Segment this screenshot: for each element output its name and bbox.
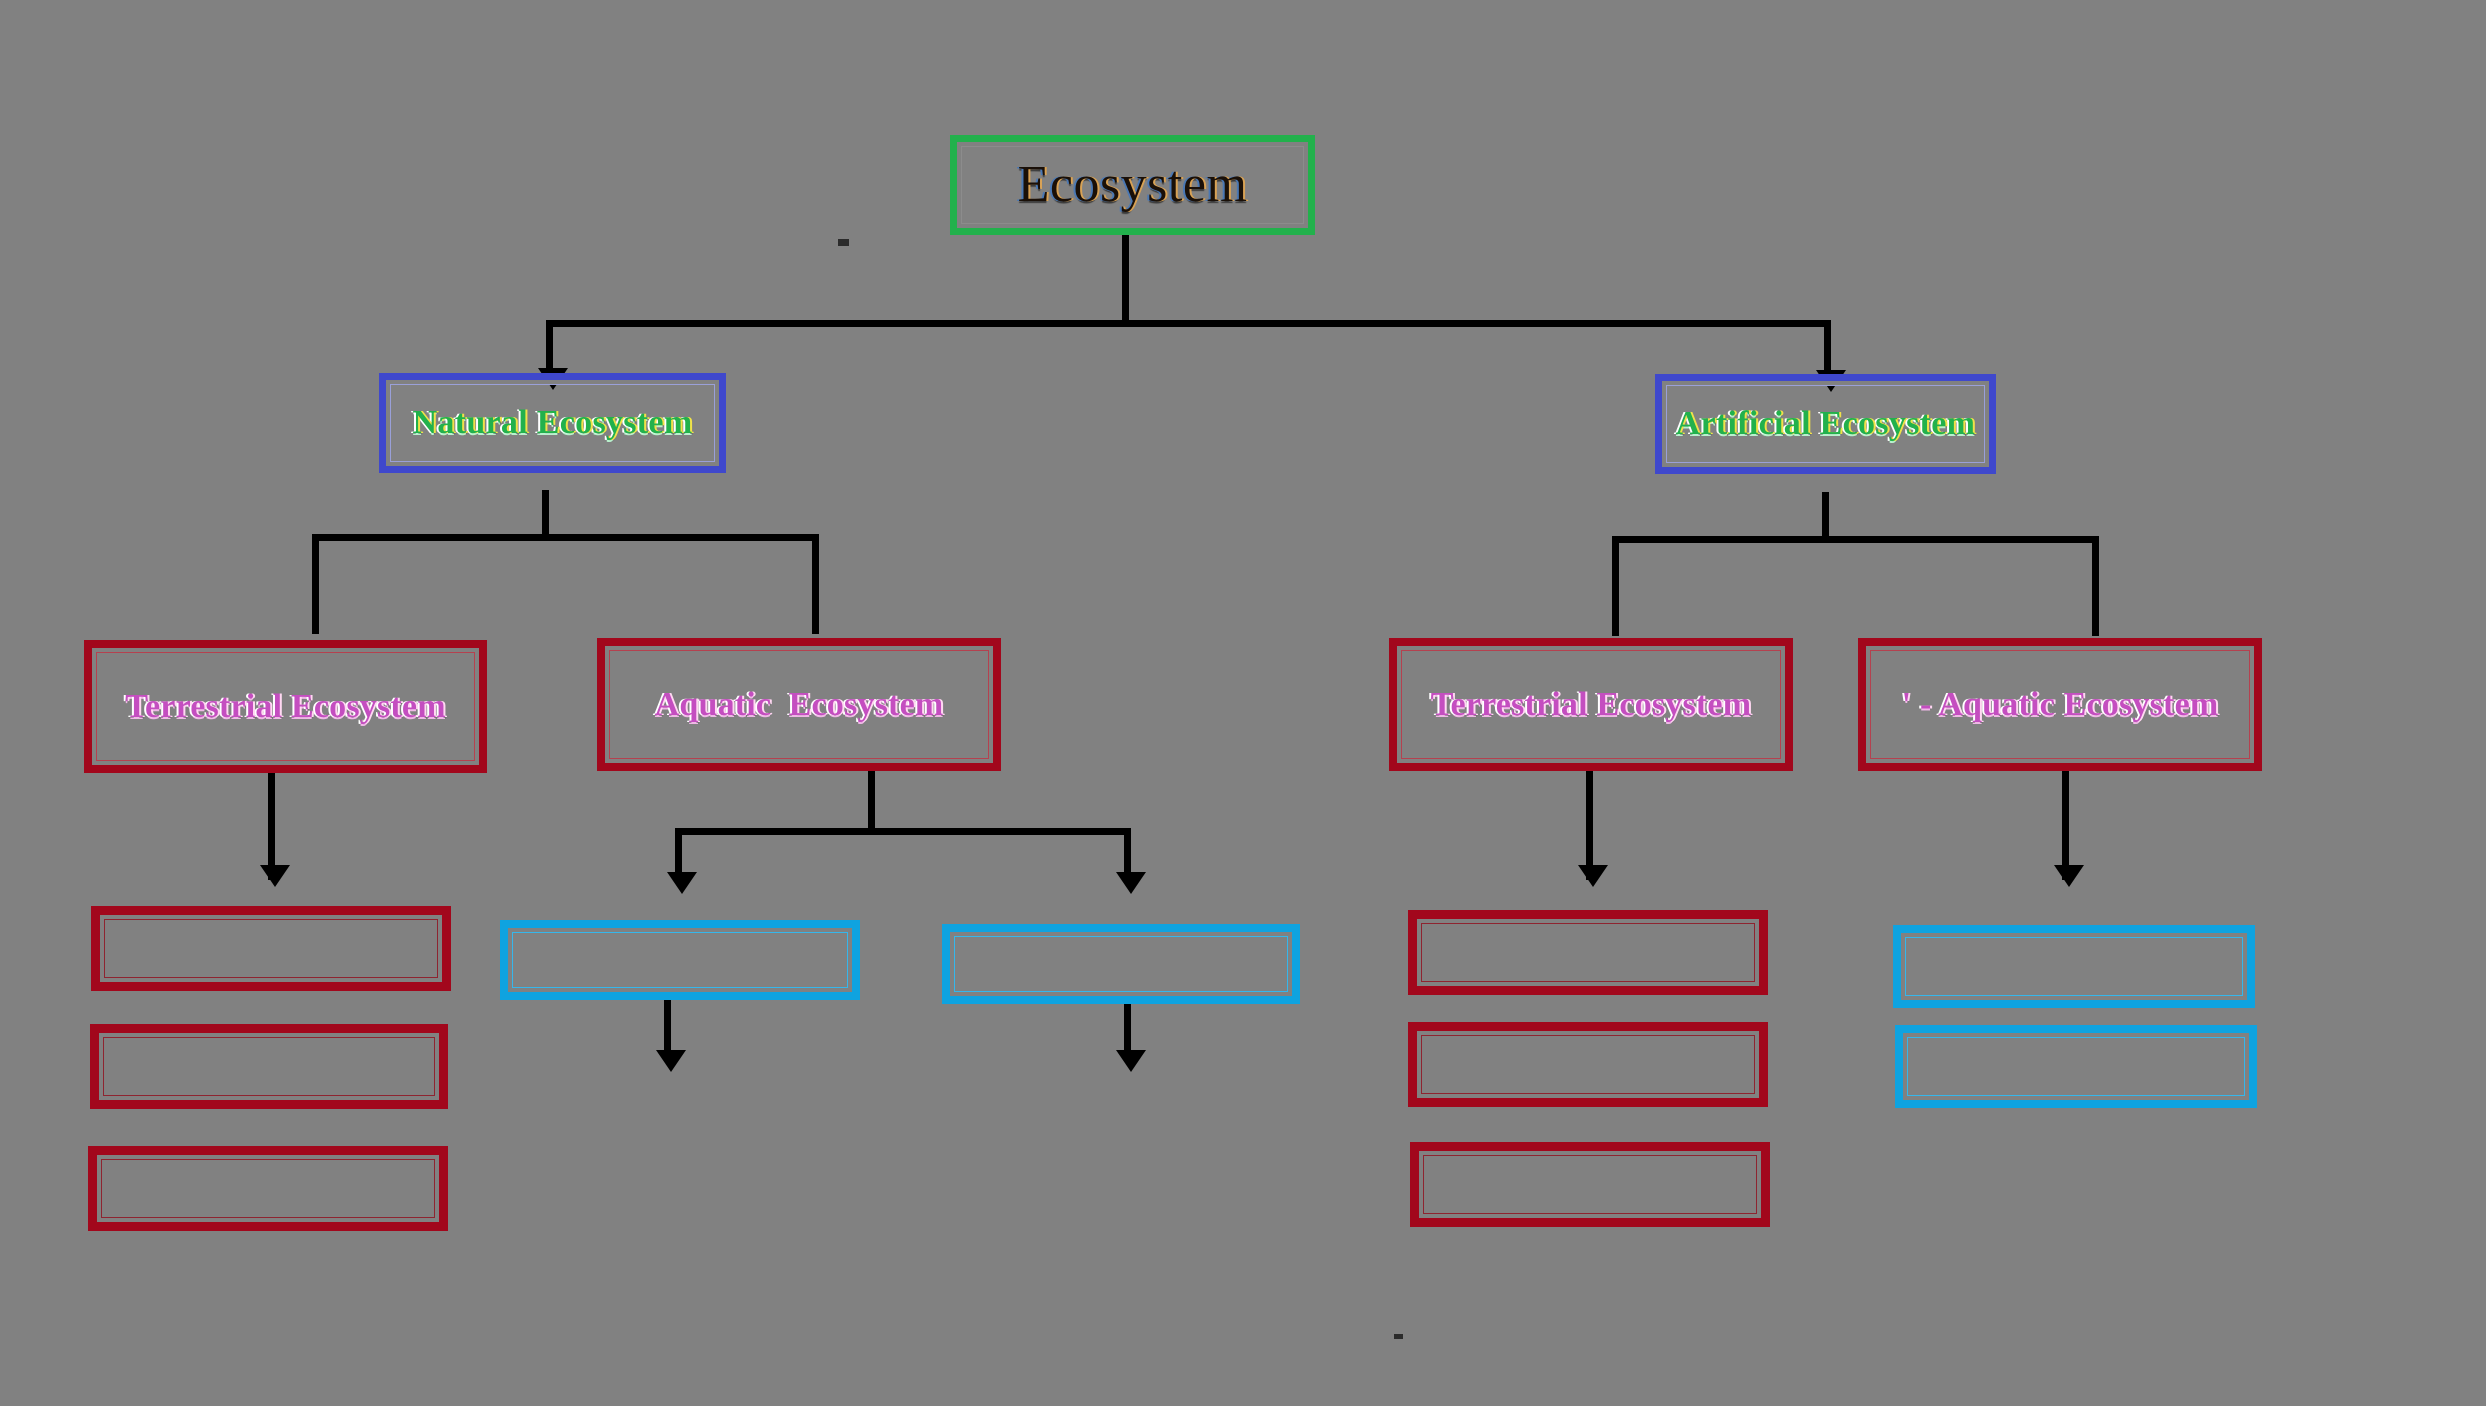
edge-artificial-to-aqua xyxy=(2092,536,2099,636)
node-leaf-art-aqua-1[interactable] xyxy=(1893,925,2255,1008)
node-leaf-nat-aqua-1[interactable] xyxy=(500,920,860,1000)
edge-root-bar xyxy=(546,320,1831,327)
node-natural-terrestrial-ecosystem[interactable]: Terrestrial Ecosystem xyxy=(84,640,487,773)
node-natural-ecosystem[interactable]: Natural Ecosystem xyxy=(379,373,726,473)
node-leaf-art-terr-2[interactable] xyxy=(1408,1022,1768,1107)
node-artificial-ecosystem[interactable]: Artificial Ecosystem xyxy=(1655,374,1996,474)
node-natural-terrestrial-ecosystem-label: Terrestrial Ecosystem xyxy=(125,687,446,725)
arrowhead-nat-aqua-right xyxy=(1116,872,1146,894)
node-natural-aquatic-ecosystem[interactable]: Aquatic Ecosystem xyxy=(597,638,1001,771)
edge-dangling-left xyxy=(664,1000,671,1058)
node-leaf-nat-terr-2[interactable] xyxy=(90,1024,448,1109)
node-artificial-aquatic-ecosystem[interactable]: ' - Aquatic Ecosystem xyxy=(1858,638,2262,771)
arrowhead-art-terr xyxy=(1578,865,1608,887)
edge-art-terr-drop xyxy=(1586,770,1593,880)
ink-speck-upper xyxy=(838,239,849,246)
edge-natural-bar xyxy=(312,534,819,541)
node-leaf-nat-terr-3[interactable] xyxy=(88,1146,448,1231)
node-artificial-aquatic-ecosystem-label: ' - Aquatic Ecosystem xyxy=(1901,685,2219,723)
edge-artificial-to-terr xyxy=(1612,536,1619,636)
edge-nat-aqua-bar xyxy=(675,828,1131,835)
node-artificial-ecosystem-label: Artificial Ecosystem xyxy=(1675,405,1976,443)
edge-artificial-bar xyxy=(1612,536,2099,543)
node-leaf-art-aqua-2[interactable] xyxy=(1895,1025,2257,1108)
edge-natural-to-aqua xyxy=(812,534,819,634)
node-leaf-art-terr-3[interactable] xyxy=(1410,1142,1770,1227)
node-leaf-nat-terr-1[interactable] xyxy=(91,906,451,991)
node-artificial-terrestrial-ecosystem-label: Terrestrial Ecosystem xyxy=(1430,685,1752,723)
edge-dangling-right xyxy=(1124,1000,1131,1058)
node-natural-ecosystem-label: Natural Ecosystem xyxy=(412,404,693,442)
edge-nat-aqua-left-drop xyxy=(675,828,682,880)
edge-nat-aqua-right-drop xyxy=(1124,828,1131,880)
arrowhead-dangling-left xyxy=(656,1050,686,1072)
edge-art-aqua-drop xyxy=(2062,770,2069,880)
edge-natural-stem xyxy=(542,490,549,540)
edge-natural-to-terr xyxy=(312,534,319,634)
node-ecosystem-label: Ecosystem xyxy=(1017,155,1248,213)
edge-artificial-stem xyxy=(1822,492,1829,540)
edge-nat-terr-drop xyxy=(268,770,275,880)
edge-root-stem xyxy=(1122,232,1129,322)
arrowhead-nat-terr xyxy=(260,865,290,887)
edge-nat-aqua-stem xyxy=(868,770,875,832)
arrowhead-nat-aqua-left xyxy=(667,872,697,894)
ink-speck-lower xyxy=(1394,1334,1403,1339)
node-ecosystem[interactable]: Ecosystem xyxy=(950,135,1315,235)
node-artificial-terrestrial-ecosystem[interactable]: Terrestrial Ecosystem xyxy=(1389,638,1793,771)
arrowhead-dangling-right xyxy=(1116,1050,1146,1072)
node-leaf-art-terr-1[interactable] xyxy=(1408,910,1768,995)
node-natural-aquatic-ecosystem-label: Aquatic Ecosystem xyxy=(654,685,944,723)
edge-root-to-artificial xyxy=(1824,320,1831,382)
node-leaf-nat-aqua-2[interactable] xyxy=(942,924,1300,1004)
arrowhead-art-aqua xyxy=(2054,865,2084,887)
edge-root-to-natural xyxy=(546,320,553,380)
